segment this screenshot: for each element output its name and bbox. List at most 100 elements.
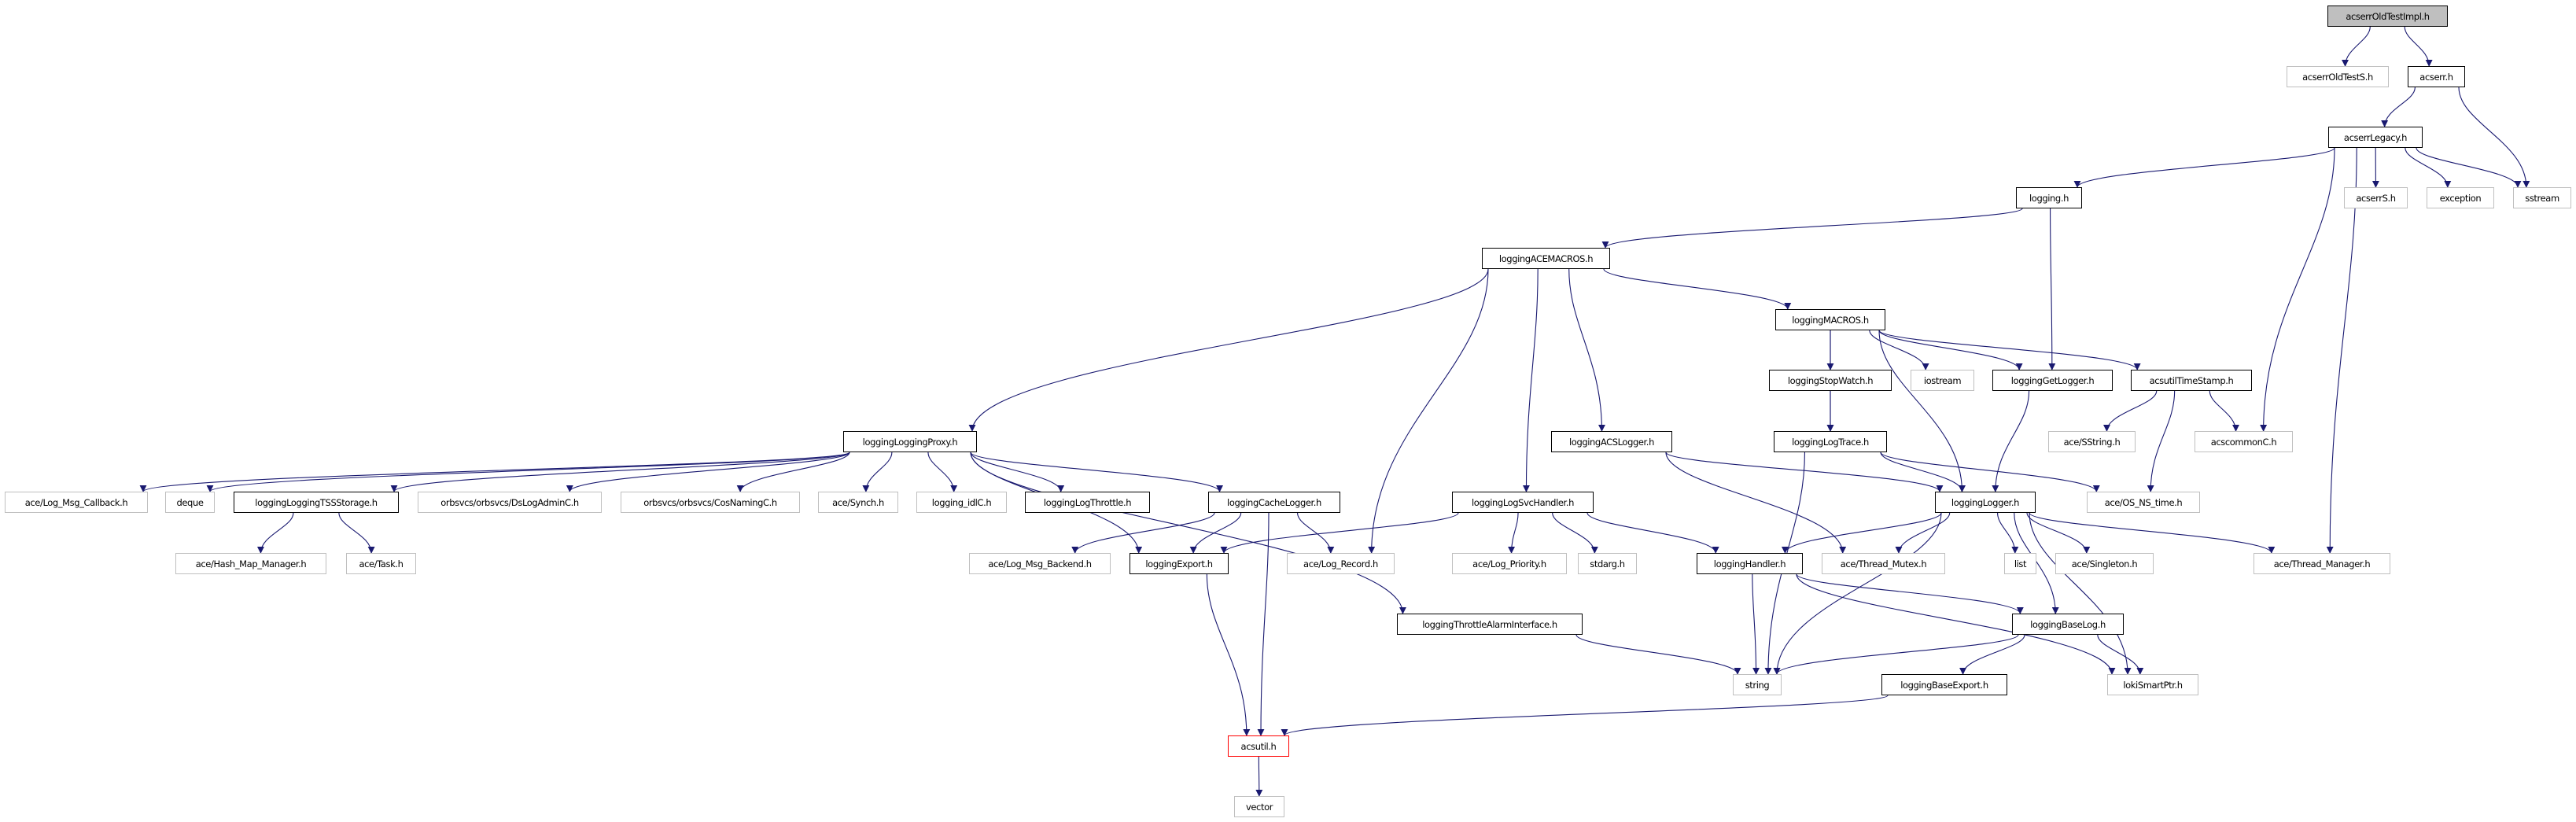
edge-acserr-to-legacy: [2381, 87, 2416, 127]
edge-logger-to-handler: [1782, 512, 1942, 554]
edge-legacy-to-logging: [2073, 147, 2335, 188]
node-cachelogger[interactable]: loggingCacheLogger.h: [1208, 492, 1340, 513]
edge-handler-to-loki: [1796, 573, 2116, 675]
node-proxy[interactable]: loggingLoggingProxy.h: [843, 431, 977, 452]
edge-handler-to-string: [1752, 573, 1760, 675]
edge-acemacros-to-macros: [1603, 268, 1792, 310]
edge-root-to-oldTestS: [2342, 26, 2371, 67]
node-iostream: iostream: [1911, 370, 1974, 391]
edge-getlogger-to-logger: [1992, 390, 2030, 492]
edge-macros-to-iostream: [1869, 330, 1929, 370]
edge-logger-to-threadmutex: [1895, 512, 1951, 554]
node-acserr[interactable]: acserr.h: [2408, 66, 2465, 87]
edge-throttlealarm-to-string: [1575, 634, 1741, 675]
edge-logtrace-to-osnstime: [1880, 452, 2100, 492]
edge-logging-to-getlogger: [2048, 208, 2056, 370]
node-sstream: sstream: [2513, 187, 2571, 208]
edge-legacy-to-exception: [2405, 147, 2452, 188]
node-export[interactable]: loggingExport.h: [1130, 553, 1229, 574]
edge-acslogger-to-logger: [1665, 452, 1944, 492]
node-singleton: ace/Singleton.h: [2055, 553, 2154, 574]
node-threadmutex: ace/Thread_Mutex.h: [1822, 553, 1945, 574]
edge-root-to-acserr: [2404, 26, 2433, 67]
node-vector: vector: [1234, 796, 1284, 817]
node-logtrace[interactable]: loggingLogTrace.h: [1774, 431, 1887, 452]
edge-acemacros-to-proxy: [968, 268, 1489, 432]
edge-proxy-to-throttlealarm: [970, 452, 1406, 614]
node-acscommonC: acscommonC.h: [2195, 431, 2293, 452]
node-timestamp[interactable]: acsutilTimeStamp.h: [2131, 370, 2252, 391]
edge-svchandler-to-stdarg: [1552, 512, 1598, 554]
node-logpriority: ace/Log_Priority.h: [1452, 553, 1567, 574]
node-string: string: [1733, 674, 1782, 695]
node-idlc: logging_idlC.h: [916, 492, 1007, 513]
node-throttle[interactable]: loggingLogThrottle.h: [1025, 492, 1150, 513]
edge-acemacros-to-svchandler: [1522, 268, 1539, 492]
node-task: ace/Task.h: [346, 553, 416, 574]
edge-tss-to-hashmap: [256, 512, 294, 554]
node-acslogger[interactable]: loggingACSLogger.h: [1551, 431, 1672, 452]
node-exception: exception: [2427, 187, 2494, 208]
node-logger[interactable]: loggingLogger.h: [1935, 492, 2036, 513]
edge-logger-to-singleton: [2026, 512, 2091, 554]
node-oldTestS: acserrOldTestS.h: [2287, 66, 2389, 87]
node-macros[interactable]: loggingMACROS.h: [1775, 309, 1885, 330]
node-threadmanager: ace/Thread_Manager.h: [2254, 553, 2390, 574]
edge-timestamp-to-osnstime: [2147, 390, 2176, 492]
edge-proxy-to-deque: [206, 452, 850, 492]
edge-logger-to-loki: [2029, 512, 2132, 675]
node-legacy[interactable]: acserrLegacy.h: [2328, 127, 2423, 148]
edge-proxy-to-idlc: [927, 452, 958, 492]
node-baseexport[interactable]: loggingBaseExport.h: [1881, 674, 2007, 695]
node-acsutil[interactable]: acsutil.h: [1228, 735, 1289, 757]
node-sstring: ace/SString.h: [2048, 431, 2136, 452]
node-cosnaming: orbsvcs/orbsvcs/CosNamingC.h: [621, 492, 800, 513]
node-synch: ace/Synch.h: [818, 492, 898, 513]
node-throttlealarm[interactable]: loggingThrottleAlarmInterface.h: [1397, 614, 1583, 635]
edge-baselog-to-loki: [2097, 634, 2144, 675]
edge-logtrace-to-logger: [1880, 452, 1966, 492]
node-acemacros[interactable]: loggingACEMACROS.h: [1482, 248, 1610, 269]
edge-legacy-to-acscommonC: [2260, 147, 2335, 432]
edge-proxy-to-tss: [390, 452, 850, 492]
edge-legacy-to-sstream: [2416, 147, 2522, 188]
edge-baselog-to-string: [1773, 634, 2019, 675]
edge-proxy-to-cachelogger: [970, 452, 1223, 492]
node-logrecord: ace/Log_Record.h: [1287, 553, 1395, 574]
edge-acslogger-to-threadmutex: [1665, 452, 1847, 554]
node-baselog[interactable]: loggingBaseLog.h: [2012, 614, 2124, 635]
edge-tss-to-task: [338, 512, 375, 554]
edge-timestamp-to-sstring: [2103, 390, 2158, 432]
edge-baselog-to-baseexport: [1959, 634, 2025, 675]
node-list: list: [2004, 553, 2036, 574]
node-stopwatch[interactable]: loggingStopWatch.h: [1769, 370, 1892, 391]
edge-logger-to-list: [1997, 512, 2019, 554]
edge-export-to-acsutil: [1206, 573, 1251, 736]
edge-cachelogger-to-logrecord: [1297, 512, 1335, 554]
edge-acserr-to-sstream: [2458, 87, 2530, 188]
edge-proxy-to-dslog: [566, 452, 850, 492]
node-logging[interactable]: logging.h: [2016, 187, 2082, 208]
node-svchandler[interactable]: loggingLogSvcHandler.h: [1452, 492, 1594, 513]
edge-proxy-to-synch: [862, 452, 893, 492]
node-getlogger[interactable]: loggingGetLogger.h: [1992, 370, 2113, 391]
node-hashmap: ace/Hash_Map_Manager.h: [175, 553, 326, 574]
edge-acemacros-to-acslogger: [1568, 268, 1605, 432]
edge-proxy-to-cosnaming: [736, 452, 850, 492]
edge-macros-to-getlogger: [1878, 330, 2023, 370]
node-handler[interactable]: loggingHandler.h: [1697, 553, 1803, 574]
node-tss[interactable]: loggingLoggingTSSStorage.h: [234, 492, 399, 513]
edge-cachelogger-to-acsutil: [1257, 512, 1270, 736]
node-root[interactable]: acserrOldTestImpl.h: [2327, 6, 2448, 27]
node-logmsgcallback: ace/Log_Msg_Callback.h: [5, 492, 148, 513]
edge-timestamp-to-acscommonC: [2209, 390, 2240, 432]
edge-svchandler-to-handler: [1587, 512, 1719, 554]
edge-baseexport-to-acsutil: [1281, 695, 1889, 736]
node-deque: deque: [165, 492, 215, 513]
edge-cachelogger-to-msgbackend: [1071, 512, 1215, 554]
node-dslog: orbsvcs/orbsvcs/DsLogAdminC.h: [418, 492, 602, 513]
node-loki: lokiSmartPtr.h: [2107, 674, 2198, 695]
edge-handler-to-baselog: [1796, 573, 2024, 614]
